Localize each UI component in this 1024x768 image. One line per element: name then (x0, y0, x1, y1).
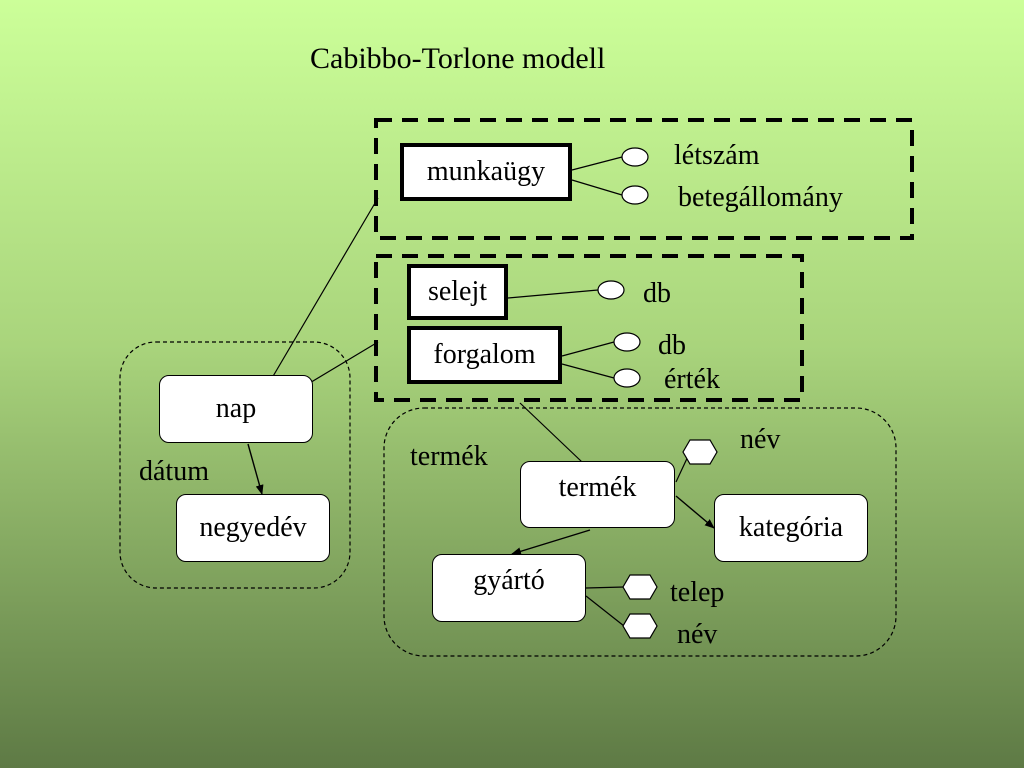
rollup-arrows (247, 443, 715, 556)
link-nap-munkaugy (271, 197, 379, 379)
termek-nev-attribute-hexagon (682, 439, 718, 465)
forgalom-ertek-measure-oval (613, 368, 641, 388)
forgalom-db-measure-oval (613, 332, 641, 352)
link-forgalom-ertek (561, 363, 615, 379)
diagram-title: Cabibbo-Torlone modell (310, 42, 606, 75)
kategoria-level-box: kategória (714, 494, 868, 562)
gyarto-nev-attribute-hexagon (622, 613, 658, 639)
munkaugy-fact-box: munkaügy (400, 143, 572, 201)
betegallomany-measure-oval (621, 185, 649, 205)
link-munkaugy-letszam (571, 156, 623, 171)
selejt-db-measure-label: db (643, 278, 671, 309)
link-forgalom-termek (519, 402, 583, 463)
selejt-fact-box: selejt (407, 264, 508, 320)
letszam-measure-label: létszám (674, 140, 760, 171)
link-gyarto-nev (585, 595, 625, 627)
termek-level-box: termék (520, 461, 675, 528)
arrow-termek-gyarto (511, 529, 591, 556)
link-selejt-db (507, 289, 599, 299)
forgalom-ertek-measure-label: érték (664, 364, 720, 395)
arrow-termek-kategoria (675, 495, 715, 529)
forgalom-db-measure-label: db (658, 330, 686, 361)
gyarto-level-box: gyártó (432, 554, 586, 622)
telep-attribute-hexagon (622, 574, 658, 600)
link-forgalom-db (561, 341, 615, 357)
nap-level-box: nap (159, 375, 313, 443)
link-gyarto-telep (585, 586, 625, 589)
telep-attribute-label: telep (670, 577, 725, 608)
termek-dimension-group (383, 407, 897, 657)
gyarto-nev-attribute-label: név (677, 619, 718, 650)
munkaugy-fact-group (374, 118, 914, 240)
datum-dimension-group (119, 341, 351, 589)
termek-nev-attribute-label: név (740, 424, 781, 455)
negyedev-level-box: negyedév (176, 494, 330, 562)
betegallomany-measure-label: betegállomány (678, 182, 843, 213)
forgalom-fact-box: forgalom (407, 326, 562, 384)
letszam-measure-oval (621, 147, 649, 167)
selejt-forgalom-fact-group (374, 254, 804, 402)
arrow-nap-negyedev (247, 443, 264, 495)
datum-dimension-label: dátum (139, 456, 209, 487)
link-munkaugy-betegallomany (571, 179, 623, 196)
selejt-db-measure-oval (597, 280, 625, 300)
link-nap-forgalom (307, 341, 379, 385)
termek-dimension-label: termék (410, 441, 488, 472)
